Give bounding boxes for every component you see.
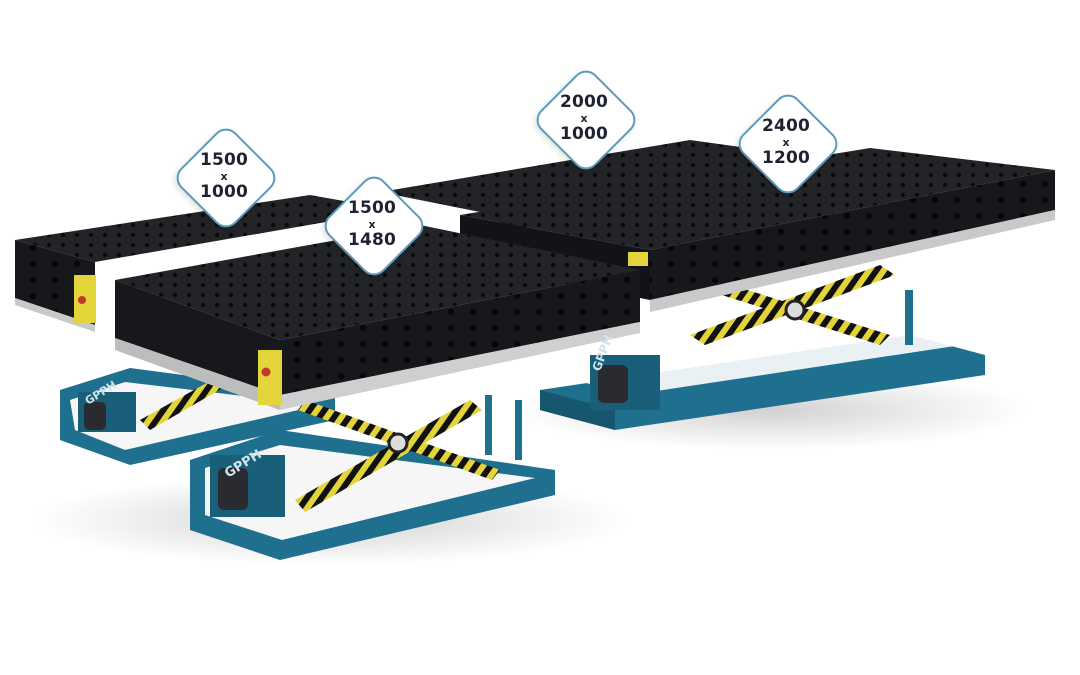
badge-text: 2000 x 1000	[559, 91, 609, 144]
badge-text: 1500 x 1000	[199, 149, 249, 202]
table-2400x1200	[460, 148, 1055, 312]
badge-width: 1500	[199, 149, 249, 170]
badge-times: x	[580, 111, 588, 125]
base-right	[540, 265, 985, 430]
badge-height: 1480	[347, 229, 397, 250]
badge-times: x	[220, 169, 228, 183]
badge-height: 1200	[761, 147, 811, 168]
badge-width: 2000	[559, 91, 609, 112]
dimension-badge-1500x1480: 1500 x 1480	[312, 164, 432, 284]
badge-text: 1500 x 1480	[347, 197, 397, 250]
badge-height: 1000	[559, 123, 609, 144]
badge-width: 1500	[347, 197, 397, 218]
badge-height: 1000	[199, 181, 249, 202]
badge-width: 2400	[761, 115, 811, 136]
badge-text: 2400 x 1200	[761, 115, 811, 168]
dimension-badge-1500x1000: 1500 x 1000	[164, 116, 284, 236]
base-front	[190, 395, 555, 560]
badge-times: x	[368, 217, 376, 231]
dimension-badge-2000x1000: 2000 x 1000	[524, 58, 644, 178]
table-1500x1000	[15, 195, 395, 332]
dimension-badge-2400x1200: 2400 x 1200	[726, 82, 846, 202]
badge-times: x	[782, 135, 790, 149]
table-1500x1480	[115, 225, 640, 410]
